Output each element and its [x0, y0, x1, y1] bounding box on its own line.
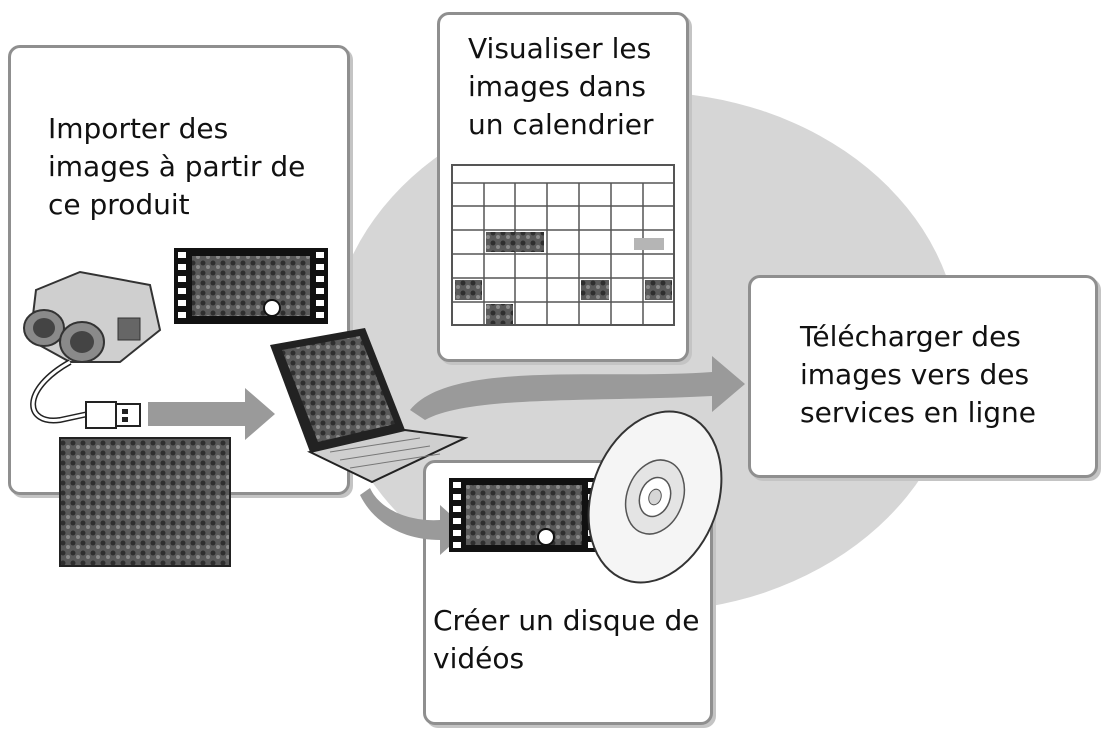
disc-box	[423, 460, 713, 725]
calendar-label: Visualiser les images dans un calendrier	[468, 32, 654, 141]
upload-box	[748, 275, 1098, 478]
upload-label: Télécharger des images vers des services…	[800, 320, 1036, 429]
disc-label: Créer un disque de vidéos	[433, 604, 700, 675]
import-label: Importer des images à partir de ce produ…	[48, 112, 306, 221]
